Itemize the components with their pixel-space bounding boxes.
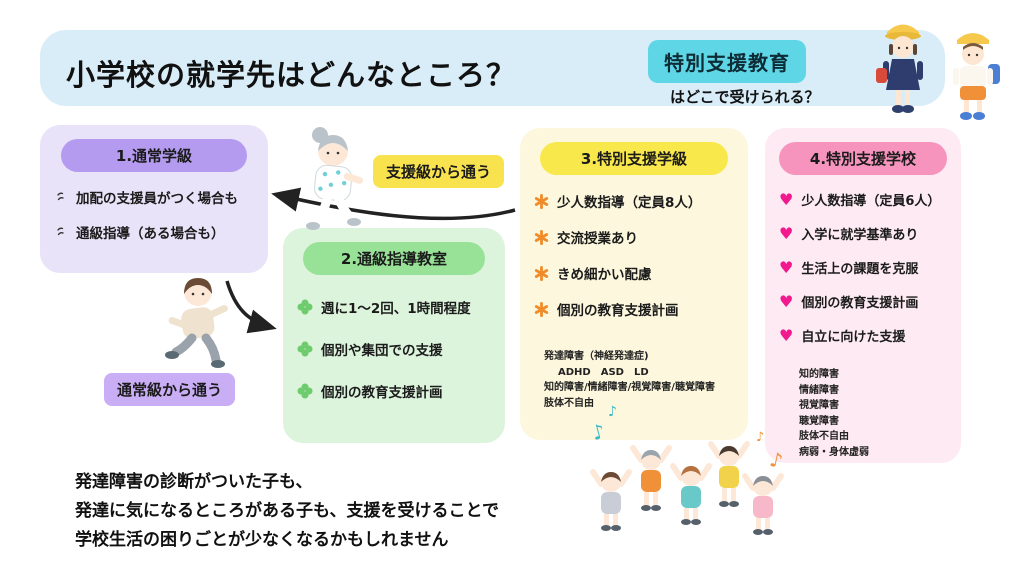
card-special-support-school: 4.特別支援学校 ♥ 少人数指導（定員6人） ♥ 入学に就学基準あり ♥ 生活上… xyxy=(765,128,961,463)
card-regular-class-title: 1.通常学級 xyxy=(61,139,247,172)
list-item: 週に1〜2回、1時間程度 xyxy=(297,297,505,317)
note-line: 聴覚障害 xyxy=(799,415,839,427)
footer-message: 発達障害の診断がついた子も、 発達に気になるところがある子も、支援を受けることで… xyxy=(75,468,499,555)
note-line: 知的障害 xyxy=(799,369,839,380)
note-line: 肢体不自由 xyxy=(544,397,594,409)
footer-line: 発達に気になるところがある子も、支援を受けることで xyxy=(75,501,499,521)
list-item: 個別や集団での支援 xyxy=(297,339,505,359)
list-item-text: きめ細かい配慮 xyxy=(557,267,652,283)
note-line: 肢体不自由 xyxy=(799,431,849,442)
badge-question-text: はどこで受けられる？ xyxy=(670,88,820,106)
list-item-text: 個別の教育支援計画 xyxy=(801,296,919,311)
girl-student-illustration xyxy=(876,24,923,113)
list-item: ♥ 入学に就学基準あり xyxy=(779,224,961,243)
list-item: 少人数指導（定員8人） xyxy=(534,191,748,211)
heart-icon: ♥ xyxy=(779,325,794,345)
card-tsukyu-room-title: 2.通級指導教室 xyxy=(303,242,485,275)
sparkle-icon xyxy=(56,191,68,203)
note-line: ADHD ASD LD xyxy=(558,366,649,378)
list-item-text: 加配の支援員がつく場合も xyxy=(76,191,238,207)
list-item-text: 入学に就学基準あり xyxy=(801,228,919,243)
card-tsukyu-room: 2.通級指導教室 週に1〜2回、1時間程度 個別や集団での支援 個別の教育支援計… xyxy=(283,228,505,443)
note-line: 病弱・身体虚弱 xyxy=(799,446,869,458)
list-item-text: 少人数指導（定員8人） xyxy=(557,195,702,211)
list-item: ♥ 少人数指導（定員6人） xyxy=(779,190,961,209)
heart-icon: ♥ xyxy=(779,291,794,311)
music-note-icon: ♪ xyxy=(608,404,617,420)
card-special-support-school-note: 知的障害 情緒障害 視覚障害 聴覚障害 肢体不自由 病弱・身体虚弱 xyxy=(799,367,961,460)
page-title: 小学校の就学先はどんなところ？ xyxy=(66,58,517,92)
heart-icon: ♥ xyxy=(779,189,794,209)
clover-icon xyxy=(297,299,313,315)
list-item: ♥ 生活上の課題を克服 xyxy=(779,258,961,277)
clover-icon xyxy=(297,341,313,357)
list-item-text: 個別の教育支援計画 xyxy=(557,303,679,319)
list-item-text: 通級指導（ある場合も） xyxy=(76,226,225,242)
sparkle-icon xyxy=(56,226,68,238)
asterisk-icon xyxy=(534,301,549,317)
list-item-text: 個別や集団での支援 xyxy=(321,343,443,359)
list-item: 通級指導（ある場合も） xyxy=(56,222,268,242)
note-line: 視覚障害 xyxy=(799,400,839,411)
asterisk-icon xyxy=(534,229,549,245)
list-item: 加配の支援員がつく場合も xyxy=(56,187,268,207)
list-item-text: 少人数指導（定員6人） xyxy=(801,194,941,209)
walking-child-illustration xyxy=(306,127,364,230)
list-item: ♥ 自立に向けた支援 xyxy=(779,326,961,345)
children-group-illustration xyxy=(590,441,784,535)
card-special-support-class: 3.特別支援学級 少人数指導（定員8人） 交流授業あり きめ細かい配慮 個別の教… xyxy=(520,128,748,440)
card-regular-class: 1.通常学級 加配の支援員がつく場合も 通級指導（ある場合も） xyxy=(40,125,268,273)
label-from-regular-class: 通常級から通う xyxy=(104,373,236,406)
list-item: きめ細かい配慮 xyxy=(534,263,748,283)
label-from-support-class: 支援級から通う xyxy=(373,155,505,188)
asterisk-icon xyxy=(534,193,549,209)
list-item: 個別の教育支援計画 xyxy=(534,299,748,319)
list-item: 個別の教育支援計画 xyxy=(297,381,505,401)
card-special-support-school-title: 4.特別支援学校 xyxy=(779,142,947,175)
card-special-support-class-title: 3.特別支援学級 xyxy=(540,142,728,175)
running-child-illustration xyxy=(165,278,228,368)
list-item: 交流授業あり xyxy=(534,227,748,247)
list-item-text: 生活上の課題を克服 xyxy=(801,262,919,277)
note-line: 情緒障害 xyxy=(799,384,839,396)
list-item-text: 週に1〜2回、1時間程度 xyxy=(321,301,471,317)
list-item-text: 自立に向けた支援 xyxy=(801,330,906,345)
list-item-text: 交流授業あり xyxy=(557,231,638,247)
footer-line: 学校生活の困りごとが少なくなるかもしれません xyxy=(75,530,449,550)
asterisk-icon xyxy=(534,265,549,281)
note-line: 知的障害/情緒障害/視覚障害/聴覚障害 xyxy=(544,382,715,393)
heart-icon: ♥ xyxy=(779,257,794,277)
list-item-text: 個別の教育支援計画 xyxy=(321,385,443,401)
card-special-support-class-note: 発達障害（神経発達症) ADHD ASD LD 知的障害/情緒障害/視覚障害/聴… xyxy=(544,349,748,411)
music-note-icon: ♪ xyxy=(756,430,765,445)
footer-line: 発達障害の診断がついた子も、 xyxy=(75,472,313,492)
list-item: ♥ 個別の教育支援計画 xyxy=(779,292,961,311)
special-support-education-badge: 特別支援教育 xyxy=(648,40,806,83)
heart-icon: ♥ xyxy=(779,223,794,243)
note-line: 発達障害（神経発達症) xyxy=(544,351,649,362)
clover-icon xyxy=(297,383,313,399)
boy-student-illustration xyxy=(953,33,1000,120)
